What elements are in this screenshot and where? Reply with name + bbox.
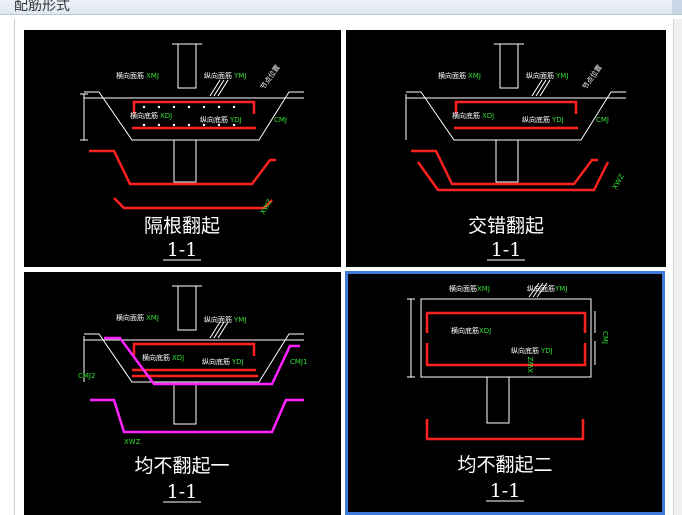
label-zd: 纵向底筋 [202,357,230,366]
label-zd: 纵向底筋 [511,346,539,355]
panel-1-drawing: 横向面筋 XMJ 纵向面筋 YMJ 横向底筋 XDJ 纵向底筋 YDJ 节点位置… [80,43,304,261]
code-ydj: YDJ [231,358,244,366]
label-hd: 横向底筋 [142,353,170,362]
label-hd: 横向底筋 [130,111,158,120]
code-cmj: CMJ [601,331,609,344]
code-xdj: XDJ [482,112,494,120]
code-cmj: CMJ [596,116,609,124]
option-panel-4[interactable]: 横向面筋 XMJ 纵向面筋 YMJ 横向底筋 XDJ 纵向底筋 YDJ CMJ … [345,271,665,515]
panel-1-section: 1-1 [167,239,198,261]
code-xdj: XDJ [160,112,172,120]
code-xmj: XMJ [146,72,159,80]
panel-3-section: 1-1 [167,481,198,503]
code-cmj1: CMJ1 [290,358,307,366]
code-xdj: XDJ [479,327,491,335]
label-zm: 纵向面筋 [526,71,554,80]
label-zd: 纵向底筋 [522,115,550,124]
vertical-scrollbar[interactable] [673,19,682,515]
dialog-title: 配筋形式 [14,0,70,14]
code-ydj: YDJ [551,116,564,124]
label-hm: 横向面筋 [116,71,144,80]
panel-2-caption: 交错翻起 [468,215,544,237]
label-hd: 横向底筋 [452,111,480,120]
label-zm: 纵向面筋 [204,71,232,80]
label-hm: 横向面筋 [116,313,144,322]
code-cmj2: CMJ2 [78,372,95,380]
code-ydj: YDJ [229,116,242,124]
code-cmj: CMJ [274,116,287,124]
label-zd: 纵向底筋 [200,115,228,124]
label-wz: 节点位置 [258,63,281,91]
code-ymj: YMJ [233,316,246,324]
label-wz: 节点位置 [580,63,603,91]
code-xmj: XMJ [477,285,490,293]
code-ymj: YMJ [233,72,246,80]
option-panel-3[interactable]: 横向面筋 XMJ 纵向面筋 YMJ 横向底筋 XDJ 纵向底筋 YDJ CMJ2… [24,272,341,515]
code-xwz: XWZ [611,173,626,191]
option-panel-2[interactable]: 横向面筋 XMJ 纵向面筋 YMJ 横向底筋 XDJ 纵向底筋 YDJ 节点位置… [346,30,666,267]
code-ymj: YMJ [555,72,568,80]
label-zm: 纵向面筋 [204,315,232,324]
panel-4-section: 1-1 [490,480,521,502]
code-ymj: YMJ [554,285,567,293]
panel-3-caption: 均不翻起一 [134,455,229,477]
panel-4-caption: 均不翻起二 [457,454,552,476]
dialog-titlebar: 配筋形式 [0,0,682,15]
label-zm: 纵向面筋 [527,284,555,293]
panel-3-drawing: 横向面筋 XMJ 纵向面筋 YMJ 横向底筋 XDJ 纵向底筋 YDJ CMJ2… [78,285,307,503]
code-xdj: XDJ [172,354,184,362]
label-hm: 横向面筋 [438,71,466,80]
code-ydj: YDJ [540,347,553,355]
label-hm: 横向面筋 [449,284,477,293]
panel-2-section: 1-1 [491,239,522,261]
window-edge [672,0,682,14]
code-xmj: XMJ [146,314,159,322]
panel-2-drawing: 横向面筋 XMJ 纵向面筋 YMJ 横向底筋 XDJ 纵向底筋 YDJ 节点位置… [405,43,626,261]
label-hd: 横向底筋 [451,326,479,335]
panel-1-caption: 隔根翻起 [144,215,220,237]
option-panel-1[interactable]: 横向面筋 XMJ 纵向面筋 YMJ 横向底筋 XDJ 纵向底筋 YDJ 节点位置… [24,30,341,267]
panel-4-drawing: 横向面筋 XMJ 纵向面筋 YMJ 横向底筋 XDJ 纵向底筋 YDJ CMJ … [407,282,609,502]
code-xwz: XWZ [527,356,535,373]
code-xwz: XWZ [124,438,141,446]
code-xmj: XMJ [468,72,481,80]
